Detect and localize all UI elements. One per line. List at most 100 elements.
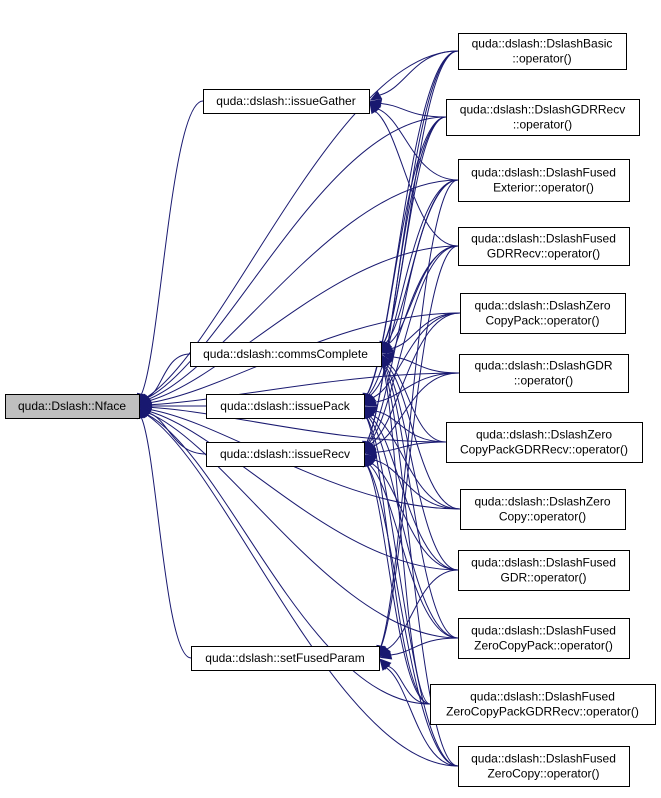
node-box[interactable]	[458, 33, 627, 70]
node-box[interactable]	[203, 89, 370, 114]
node-label-line: quda::dslash::commsComplete	[203, 347, 368, 361]
node-box[interactable]	[458, 550, 630, 591]
edge-zeroCopyPack-to-issuePack	[372, 312, 461, 399]
edge-gdrRecv-to-issuePack	[366, 116, 447, 395]
node-nface[interactable]: quda::Dslash::Nface	[5, 394, 140, 419]
node-box[interactable]	[459, 354, 629, 393]
edge-commsComplete-to-nface	[147, 353, 191, 398]
node-fusedGDRRecv[interactable]: quda::dslash::DslashFusedGDRRecv::operat…	[458, 227, 630, 266]
edge-fusedGDR-to-issuePack	[369, 416, 459, 571]
node-label-line: CopyPackGDRRecv::operator()	[460, 443, 628, 457]
node-label-line: quda::dslash::DslashFused	[470, 690, 615, 704]
node-box[interactable]	[460, 293, 626, 334]
node-label-line: ::operator()	[514, 374, 573, 388]
edge-fusedZeroCopyPack-to-commsComplete	[383, 365, 459, 639]
edge-basic-to-issueGather	[379, 50, 459, 96]
node-box[interactable]	[206, 394, 365, 419]
edge-fusedZeroCopyPackGDRRecv-to-setFusedParam	[387, 665, 431, 705]
node-label-line: quda::dslash::DslashFused	[471, 752, 616, 766]
node-label-line: quda::dslash::DslashZero	[474, 299, 610, 313]
node-box[interactable]	[206, 442, 365, 467]
node-label-line: quda::dslash::issuePack	[220, 399, 350, 413]
edge-zeroCopyPack-to-issueRecv	[370, 312, 461, 445]
node-label-line: quda::dslash::DslashZero	[474, 495, 610, 509]
node-label-line: CopyPack::operator()	[485, 314, 599, 328]
edge-fusedExterior-to-issueRecv	[367, 179, 459, 443]
edge-gdr-to-nface	[150, 372, 460, 406]
node-label-line: GDRRecv::operator()	[487, 247, 600, 261]
node-box[interactable]	[430, 684, 656, 725]
edge-fusedZeroCopy-to-commsComplete	[382, 365, 459, 767]
edge-zeroCopy-to-issueRecv	[374, 459, 461, 510]
node-label-line: ZeroCopyPack::operator()	[474, 639, 613, 653]
edge-issueGather-to-nface	[141, 100, 204, 395]
edge-gdrRecv-to-issueGather	[380, 102, 447, 118]
arrowhead-fusedZeroCopyPack-to-setFusedParam	[379, 650, 393, 660]
node-issueGather[interactable]: quda::dslash::issueGather	[203, 89, 370, 114]
arrowhead-zeroCopyPackGDRRecv-to-issueRecv	[364, 447, 378, 457]
node-fusedZeroCopy[interactable]: quda::dslash::DslashFusedZeroCopy::opera…	[458, 746, 630, 787]
edge-gdr-to-commsComplete	[392, 356, 460, 374]
node-label-line: ZeroCopy::operator()	[487, 767, 599, 781]
node-label-line: ::operator()	[512, 52, 571, 66]
edge-fusedGDRRecv-to-nface	[149, 245, 459, 402]
node-label-line: Copy::operator()	[499, 510, 586, 524]
node-issuePack[interactable]: quda::dslash::issuePack	[206, 394, 365, 419]
node-zeroCopyPackGDRRecv[interactable]: quda::dslash::DslashZeroCopyPackGDRRecv:…	[446, 422, 643, 463]
edge-zeroCopyPackGDRRecv-to-issueRecv	[375, 441, 447, 453]
node-zeroCopyPack[interactable]: quda::dslash::DslashZeroCopyPack::operat…	[460, 293, 626, 334]
node-box[interactable]	[190, 342, 382, 367]
node-label-line: quda::dslash::DslashGDR	[474, 359, 612, 373]
node-fusedZeroCopyPack[interactable]: quda::dslash::DslashFusedZeroCopyPack::o…	[458, 618, 630, 659]
node-fusedExterior[interactable]: quda::dslash::DslashFusedExterior::opera…	[458, 159, 630, 202]
arrowhead-fusedZeroCopy-to-setFusedParam	[379, 658, 391, 671]
node-box[interactable]	[458, 618, 630, 659]
node-label-line: quda::dslash::DslashFused	[471, 556, 616, 570]
edge-fusedGDRRecv-to-issueGather	[374, 110, 459, 247]
edge-gdrRecv-to-issueRecv	[366, 116, 447, 443]
node-label-line: quda::dslash::DslashBasic	[472, 37, 613, 51]
node-box[interactable]	[458, 227, 630, 266]
node-commsComplete[interactable]: quda::dslash::commsComplete	[190, 342, 382, 367]
edge-fusedZeroCopy-to-setFusedParam	[385, 667, 459, 767]
node-issueRecv[interactable]: quda::dslash::issueRecv	[206, 442, 365, 467]
node-gdr[interactable]: quda::dslash::DslashGDR::operator()	[459, 354, 629, 393]
edge-issueRecv-to-nface	[148, 412, 207, 455]
node-label-line: quda::dslash::issueRecv	[220, 447, 350, 461]
node-label-line: quda::dslash::DslashGDRRecv	[460, 103, 625, 117]
edge-fusedZeroCopyPack-to-issueRecv	[369, 464, 459, 639]
edge-fusedZeroCopyPack-to-setFusedParam	[390, 637, 459, 656]
node-label-line: quda::dslash::DslashFused	[471, 624, 616, 638]
node-box[interactable]	[446, 99, 640, 136]
edge-fusedZeroCopy-to-nface	[146, 414, 459, 767]
arrowhead-basic-to-issueGather	[369, 90, 383, 101]
node-box[interactable]	[5, 394, 140, 419]
node-gdrRecv[interactable]: quda::dslash::DslashGDRRecv::operator()	[446, 99, 640, 136]
node-fusedZeroCopyPackGDRRecv[interactable]: quda::dslash::DslashFusedZeroCopyPackGDR…	[430, 684, 656, 725]
node-box[interactable]	[458, 159, 630, 202]
node-label-line: GDR::operator()	[500, 571, 586, 585]
node-box[interactable]	[460, 489, 626, 530]
node-label-line: ZeroCopyPackGDRRecv::operator()	[446, 705, 639, 719]
node-label-line: quda::dslash::issueGather	[216, 94, 355, 108]
edge-fusedZeroCopyPackGDRRecv-to-nface	[147, 414, 431, 705]
node-label-line: quda::dslash::DslashFused	[471, 232, 616, 246]
node-setFusedParam[interactable]: quda::dslash::setFusedParam	[191, 646, 380, 671]
edge-fusedExterior-to-issueGather	[377, 108, 459, 181]
node-label-line: quda::dslash::DslashFused	[471, 166, 616, 180]
node-box[interactable]	[446, 422, 643, 463]
node-basic[interactable]: quda::dslash::DslashBasic::operator()	[458, 33, 627, 70]
edge-fusedGDRRecv-to-issueRecv	[368, 245, 459, 444]
node-box[interactable]	[191, 646, 380, 671]
edge-fusedZeroCopyPackGDRRecv-to-issueRecv	[366, 465, 431, 705]
edge-fusedZeroCopy-to-issuePack	[366, 417, 459, 767]
edge-zeroCopyPackGDRRecv-to-nface	[150, 406, 447, 443]
node-box[interactable]	[458, 746, 630, 787]
edge-fusedGDR-to-commsComplete	[384, 365, 459, 571]
edge-zeroCopyPackGDRRecv-to-issuePack	[374, 410, 447, 443]
nodes-layer: quda::Dslash::Nface quda::dslash::issueGa…	[5, 33, 656, 787]
node-label-line: quda::dslash::DslashZero	[476, 428, 612, 442]
